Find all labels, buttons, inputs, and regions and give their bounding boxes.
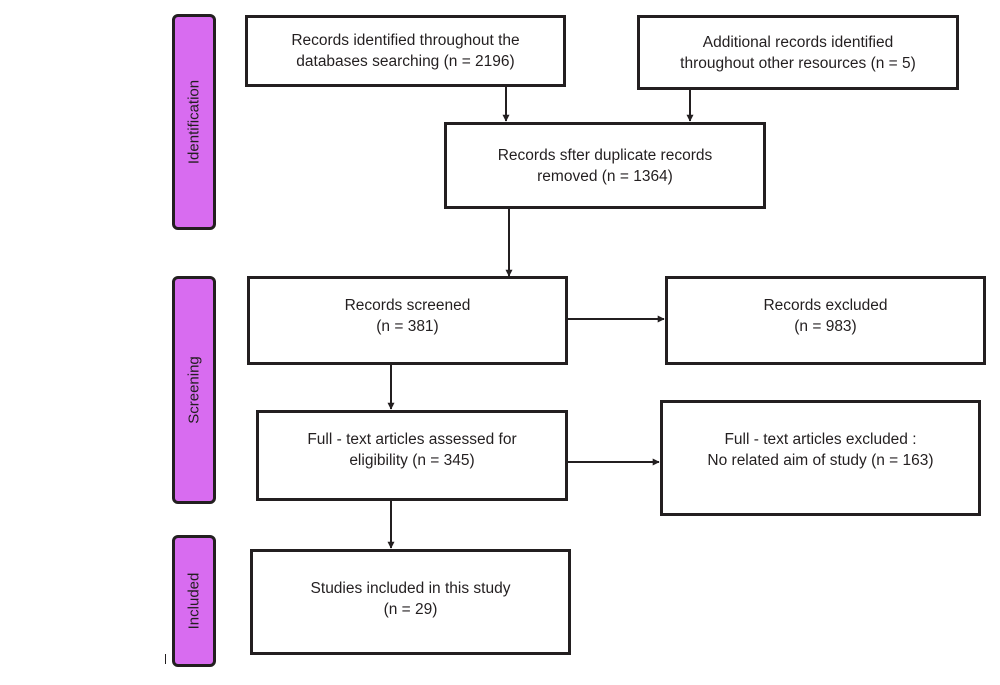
stage-label-identification: Identification xyxy=(185,79,203,165)
box-text-line: (n = 29) xyxy=(383,601,438,618)
box-text-line: Records excluded xyxy=(763,297,888,314)
box-text-line: Full - text articles excluded : xyxy=(724,431,917,448)
box-text-line: (n = 381) xyxy=(376,318,439,335)
stage-label-screening: Screening xyxy=(185,356,203,424)
box-records-excluded: Records excluded (n = 983) xyxy=(665,276,986,365)
stage-tab-included: Included xyxy=(172,535,216,667)
box-additional-records: Additional records identified throughout… xyxy=(637,15,959,90)
stage-label-included: Included xyxy=(185,572,203,630)
box-text-line: Studies included in this study xyxy=(310,580,511,597)
box-text-line: removed (n = 1364) xyxy=(537,167,673,185)
stage-tab-identification: Identification xyxy=(172,14,216,230)
box-records-identified: Records identified throughout the databa… xyxy=(245,15,566,87)
box-studies-included: Studies included in this study (n = 29) xyxy=(250,549,571,655)
box-after-duplicates: Records sfter duplicate records removed … xyxy=(444,122,766,209)
box-text-line: (n = 983) xyxy=(794,318,857,335)
box-text-line: Records screened xyxy=(344,297,471,314)
box-text-line: No related aim of study (n = 163) xyxy=(707,452,934,469)
box-fulltext-assessed: Full - text articles assessed for eligib… xyxy=(256,410,568,501)
stray-tick-mark xyxy=(165,654,166,664)
stage-tab-screening: Screening xyxy=(172,276,216,504)
box-text-line: Records sfter duplicate records xyxy=(497,146,713,164)
box-records-screened: Records screened (n = 381) xyxy=(247,276,568,365)
box-text-line: Additional records identified xyxy=(702,33,894,51)
box-text-line: Records identified throughout the xyxy=(291,32,520,49)
box-text-line: databases searching (n = 2196) xyxy=(296,53,515,70)
box-text-line: throughout other resources (n = 5) xyxy=(680,54,916,72)
box-fulltext-excluded: Full - text articles excluded : No relat… xyxy=(660,400,981,516)
box-text-line: eligibility (n = 345) xyxy=(349,452,475,469)
box-text-line: Full - text articles assessed for xyxy=(307,431,517,448)
